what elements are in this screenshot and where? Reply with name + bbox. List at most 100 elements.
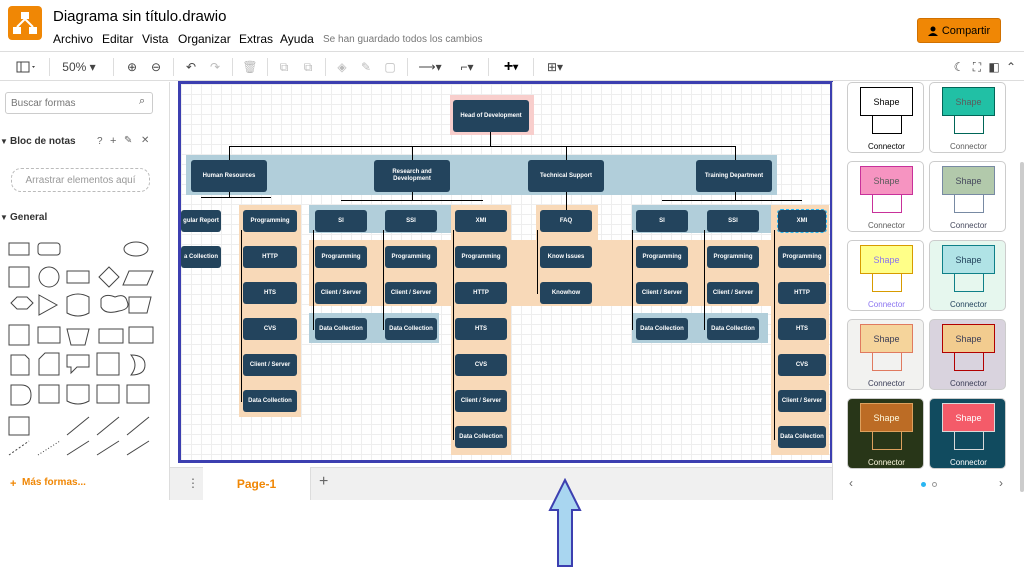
menu-extras[interactable]: Extras (239, 32, 273, 46)
style-connector-preview (954, 353, 984, 371)
add-page-icon[interactable]: + (319, 473, 328, 491)
sidebar-toggle-icon (16, 61, 38, 73)
chevron-down-icon: ▾ (513, 62, 518, 73)
general-section-title[interactable]: General (10, 212, 47, 223)
notes-drop-zone[interactable]: Arrastrar elementos aquí (11, 168, 150, 192)
format-toggle-button[interactable]: ◧ (986, 52, 1002, 82)
pencil-icon: ✎ (361, 60, 371, 74)
style-connector-preview (954, 432, 984, 450)
redo-button[interactable]: ↷ (205, 52, 225, 82)
style-shape-preview: Shape (942, 87, 995, 116)
table-icon: ⊞▾ (547, 60, 563, 74)
paint-bucket-icon: ◈ (337, 60, 346, 74)
zoom-out-button[interactable]: ⊖ (146, 52, 166, 82)
menu-vista[interactable]: Vista (142, 32, 168, 46)
style-tile[interactable]: ShapeConnector (847, 82, 924, 153)
style-connector-label: Connector (930, 142, 1007, 151)
style-tile[interactable]: ShapeConnector (929, 319, 1006, 390)
connection-style-button[interactable]: ⟶▾ (414, 52, 446, 82)
trash-icon: 🗑 (242, 60, 257, 74)
style-connector-preview (954, 274, 984, 292)
chevron-up-icon: ⌃ (1006, 60, 1016, 74)
style-shape-preview: Shape (860, 324, 913, 353)
collapse-button[interactable]: ⌃ (1003, 52, 1019, 82)
drawio-app: Diagrama sin título.drawio Archivo Edita… (0, 0, 1024, 500)
delete-button[interactable]: 🗑 (240, 52, 260, 82)
zoom-in-button[interactable]: ⊕ (122, 52, 142, 82)
shadow-button[interactable]: ▢ (380, 52, 400, 82)
menu-editar[interactable]: Editar (102, 32, 133, 46)
search-shapes-input[interactable] (5, 92, 153, 114)
undo-button[interactable]: ↶ (181, 52, 201, 82)
page-indicator-active[interactable] (921, 482, 926, 487)
chevron-down-icon: ▾ (90, 60, 96, 74)
styles-panel: ShapeConnectorShapeConnectorShapeConnect… (832, 82, 1024, 500)
document-title[interactable]: Diagrama sin título.drawio (53, 8, 226, 25)
line-color-button[interactable]: ✎ (356, 52, 376, 82)
to-back-icon: ⧉ (304, 60, 313, 75)
style-connector-preview (872, 353, 902, 371)
zoom-out-icon: ⊖ (151, 60, 161, 74)
style-tile[interactable]: ShapeConnector (929, 240, 1006, 311)
insert-button[interactable]: +▾ (495, 52, 527, 82)
drop-zone-label: Arrastrar elementos aquí (25, 175, 135, 186)
arrow-right-icon: ⟶▾ (418, 60, 441, 74)
style-connector-preview (872, 274, 902, 292)
style-connector-label: Connector (930, 300, 1007, 309)
style-connector-preview (872, 116, 902, 134)
add-icon[interactable]: + (110, 135, 116, 147)
menu-archivo[interactable]: Archivo (53, 32, 93, 46)
chevron-left-icon[interactable]: ‹ (849, 476, 853, 490)
edit-icon[interactable]: ✎ (124, 135, 132, 146)
tab-page-1[interactable]: Page-1 (203, 467, 311, 500)
style-connector-preview (954, 116, 984, 134)
style-connector-label: Connector (848, 458, 925, 467)
redo-icon: ↷ (210, 60, 220, 74)
plus-icon: + (504, 58, 513, 76)
style-connector-label: Connector (848, 300, 925, 309)
user-icon (928, 26, 938, 36)
style-tile[interactable]: ShapeConnector (847, 398, 924, 469)
style-tile[interactable]: ShapeConnector (847, 240, 924, 311)
style-tile[interactable]: ShapeConnector (847, 161, 924, 232)
waypoint-icon: ⌐▾ (460, 60, 473, 74)
style-shape-preview: Shape (860, 166, 913, 195)
table-button[interactable]: ⊞▾ (540, 52, 570, 82)
chevron-down-icon: ▼ (0, 213, 8, 222)
undo-icon: ↶ (186, 60, 196, 74)
to-front-button[interactable]: ⧉ (274, 52, 294, 82)
up-arrow-annotation (548, 478, 582, 568)
style-shape-preview: Shape (942, 324, 995, 353)
style-tile[interactable]: ShapeConnector (929, 398, 1006, 469)
to-back-button[interactable]: ⧉ (298, 52, 318, 82)
panel-icon: ◧ (988, 60, 999, 74)
waypoint-style-button[interactable]: ⌐▾ (452, 52, 482, 82)
style-tile[interactable]: ShapeConnector (847, 319, 924, 390)
drawio-logo-icon (8, 6, 42, 40)
style-tile[interactable]: ShapeConnector (929, 82, 1006, 153)
style-shape-preview: Shape (860, 245, 913, 274)
page-menu-icon[interactable]: ⋮ (187, 476, 199, 490)
help-icon[interactable]: ? (97, 136, 103, 147)
page-indicator[interactable] (932, 482, 937, 487)
theme-button[interactable]: ☾ (951, 52, 967, 82)
more-shapes-link[interactable]: Más formas... (22, 477, 86, 488)
close-icon[interactable]: ✕ (141, 135, 149, 146)
style-connector-preview (872, 432, 902, 450)
zoom-dropdown[interactable]: 50% ▾ (56, 52, 102, 82)
menu-organizar[interactable]: Organizar (178, 32, 231, 46)
scrollbar[interactable] (1020, 162, 1024, 492)
style-connector-label: Connector (930, 458, 1007, 467)
format-panel-button[interactable] (10, 52, 44, 82)
shape-palette (5, 237, 161, 457)
shapes-sidebar: ⌕ ▼ Bloc de notas ? + ✎ ✕ Arrastrar elem… (0, 82, 170, 500)
style-connector-label: Connector (848, 221, 925, 230)
menu-ayuda[interactable]: Ayuda (280, 32, 314, 46)
fullscreen-button[interactable]: ⛶ (969, 52, 985, 82)
chevron-right-icon[interactable]: › (999, 476, 1003, 490)
fill-color-button[interactable]: ◈ (332, 52, 352, 82)
zoom-in-icon: ⊕ (127, 60, 137, 74)
share-button[interactable]: Compartir (917, 18, 1001, 43)
notes-section-title[interactable]: Bloc de notas (10, 136, 76, 147)
style-tile[interactable]: ShapeConnector (929, 161, 1006, 232)
